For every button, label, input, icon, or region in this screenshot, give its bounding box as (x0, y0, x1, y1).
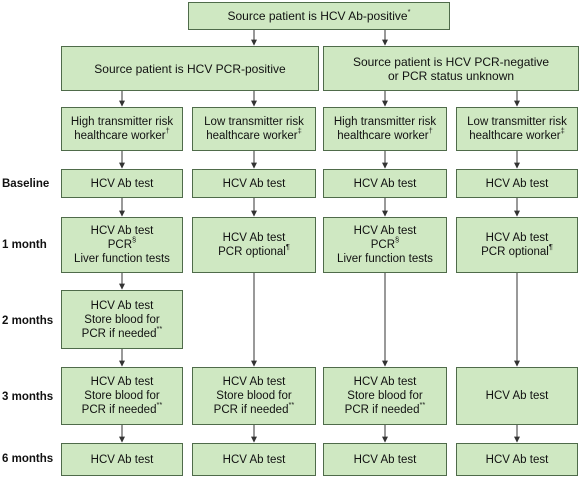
risk-footnote-double-dagger: ‡ (297, 126, 302, 136)
baseline-col2-box: HCV Ab test (192, 169, 316, 198)
month3-line2: Store blood for (84, 390, 160, 402)
row-label-2-months: 2 months (2, 315, 54, 327)
month2-col1-box: HCV Ab test Store blood for PCR if neede… (61, 290, 183, 349)
month2-line2: Store blood for (84, 313, 160, 326)
month3-line1: HCV Ab test (485, 390, 549, 402)
month3-col4-box: HCV Ab test (456, 367, 578, 425)
month1-line1: HCV Ab test (90, 225, 154, 237)
source-ab-positive-footnote: * (407, 7, 411, 16)
risk-group-line2: healthcare worker (206, 130, 298, 142)
month1-line1: HCV Ab test (222, 232, 286, 244)
footnote-pilcrow: ¶ (548, 242, 553, 252)
month6-col4-box: HCV Ab test (456, 443, 578, 476)
risk-footnote-dagger: † (428, 126, 433, 136)
month1-line2: PCR (107, 239, 133, 251)
footnote-double-asterisk: ** (156, 323, 163, 333)
risk-footnote-dagger: † (165, 126, 170, 136)
baseline-col1-box: HCV Ab test (61, 169, 183, 198)
source-hcv-ab-positive-box: Source patient is HCV Ab-positive* (188, 2, 450, 30)
baseline-col4-box: HCV Ab test (456, 169, 578, 198)
month6-col1-box: HCV Ab test (61, 443, 183, 476)
risk-group-col3: High transmitter risk healthcare worker† (323, 107, 447, 151)
source-pcr-negative-box: Source patient is HCV PCR-negative or PC… (323, 46, 579, 91)
risk-group-line2: healthcare worker (469, 130, 561, 142)
month3-line3: PCR if needed (213, 404, 289, 416)
risk-footnote-double-dagger: ‡ (560, 126, 565, 136)
month3-line1: HCV Ab test (353, 376, 417, 388)
footnote-section: § (395, 235, 400, 245)
month1-col1-box: HCV Ab test PCR§ Liver function tests (61, 217, 183, 273)
footnote-double-asterisk: ** (419, 400, 426, 410)
row-label-1-month: 1 month (2, 239, 47, 251)
month6-test-text: HCV Ab test (353, 453, 417, 466)
source-ab-positive-text: Source patient is HCV Ab-positive (227, 9, 408, 23)
month1-col3-box: HCV Ab test PCR§ Liver function tests (323, 217, 447, 273)
source-pcr-positive-text: Source patient is HCV PCR-positive (94, 61, 286, 76)
month1-line3: Liver function tests (74, 253, 170, 265)
month1-col4-box: HCV Ab test PCR optional¶ (456, 217, 578, 273)
month3-line1: HCV Ab test (90, 376, 154, 388)
month1-line2: PCR (370, 239, 396, 251)
baseline-col3-box: HCV Ab test (323, 169, 447, 198)
month1-line2: PCR optional (218, 246, 286, 258)
footnote-double-asterisk: ** (288, 400, 295, 410)
baseline-test-text: HCV Ab test (222, 177, 286, 190)
month2-line1: HCV Ab test (90, 299, 154, 312)
row-label-baseline: Baseline (2, 178, 50, 190)
risk-group-line2: healthcare worker (337, 130, 429, 142)
month6-test-text: HCV Ab test (485, 453, 549, 466)
row-label-3-months: 3 months (2, 391, 54, 403)
month3-line1: HCV Ab test (222, 376, 286, 388)
month3-line3: PCR if needed (81, 404, 157, 416)
month6-test-text: HCV Ab test (90, 453, 154, 466)
month3-col2-box: HCV Ab test Store blood for PCR if neede… (192, 367, 316, 425)
month3-line2: Store blood for (216, 390, 292, 402)
month6-col3-box: HCV Ab test (323, 443, 447, 476)
baseline-test-text: HCV Ab test (485, 177, 549, 190)
footnote-section: § (132, 235, 137, 245)
footnote-double-asterisk: ** (156, 400, 163, 410)
baseline-test-text: HCV Ab test (90, 177, 154, 190)
month3-col1-box: HCV Ab test Store blood for PCR if neede… (61, 367, 183, 425)
risk-group-line1: High transmitter risk (333, 116, 437, 128)
month1-line3: Liver function tests (337, 253, 433, 265)
month3-col3-box: HCV Ab test Store blood for PCR if neede… (323, 367, 447, 425)
risk-group-col1: High transmitter risk healthcare worker† (61, 107, 183, 151)
month2-line3: PCR if needed (81, 327, 157, 340)
risk-group-line1: Low transmitter risk (204, 116, 304, 128)
month3-line2: Store blood for (347, 390, 423, 402)
month6-col2-box: HCV Ab test (192, 443, 316, 476)
source-pcr-negative-line2: or PCR status unknown (387, 68, 515, 83)
source-pcr-negative-line1: Source patient is HCV PCR-negative (352, 54, 550, 69)
baseline-test-text: HCV Ab test (353, 177, 417, 190)
source-pcr-positive-box: Source patient is HCV PCR-positive (61, 46, 319, 91)
month1-col2-box: HCV Ab test PCR optional¶ (192, 217, 316, 273)
risk-group-line1: Low transmitter risk (467, 116, 567, 128)
footnote-pilcrow: ¶ (285, 242, 290, 252)
month6-test-text: HCV Ab test (222, 453, 286, 466)
risk-group-line1: High transmitter risk (70, 116, 174, 128)
risk-group-col2: Low transmitter risk healthcare worker‡ (192, 107, 316, 151)
month1-line1: HCV Ab test (353, 225, 417, 237)
month3-line3: PCR if needed (344, 404, 420, 416)
risk-group-line2: healthcare worker (74, 130, 166, 142)
month1-line2: PCR optional (481, 246, 549, 258)
risk-group-col4: Low transmitter risk healthcare worker‡ (456, 107, 578, 151)
row-label-6-months: 6 months (2, 453, 54, 465)
month1-line1: HCV Ab test (485, 232, 549, 244)
